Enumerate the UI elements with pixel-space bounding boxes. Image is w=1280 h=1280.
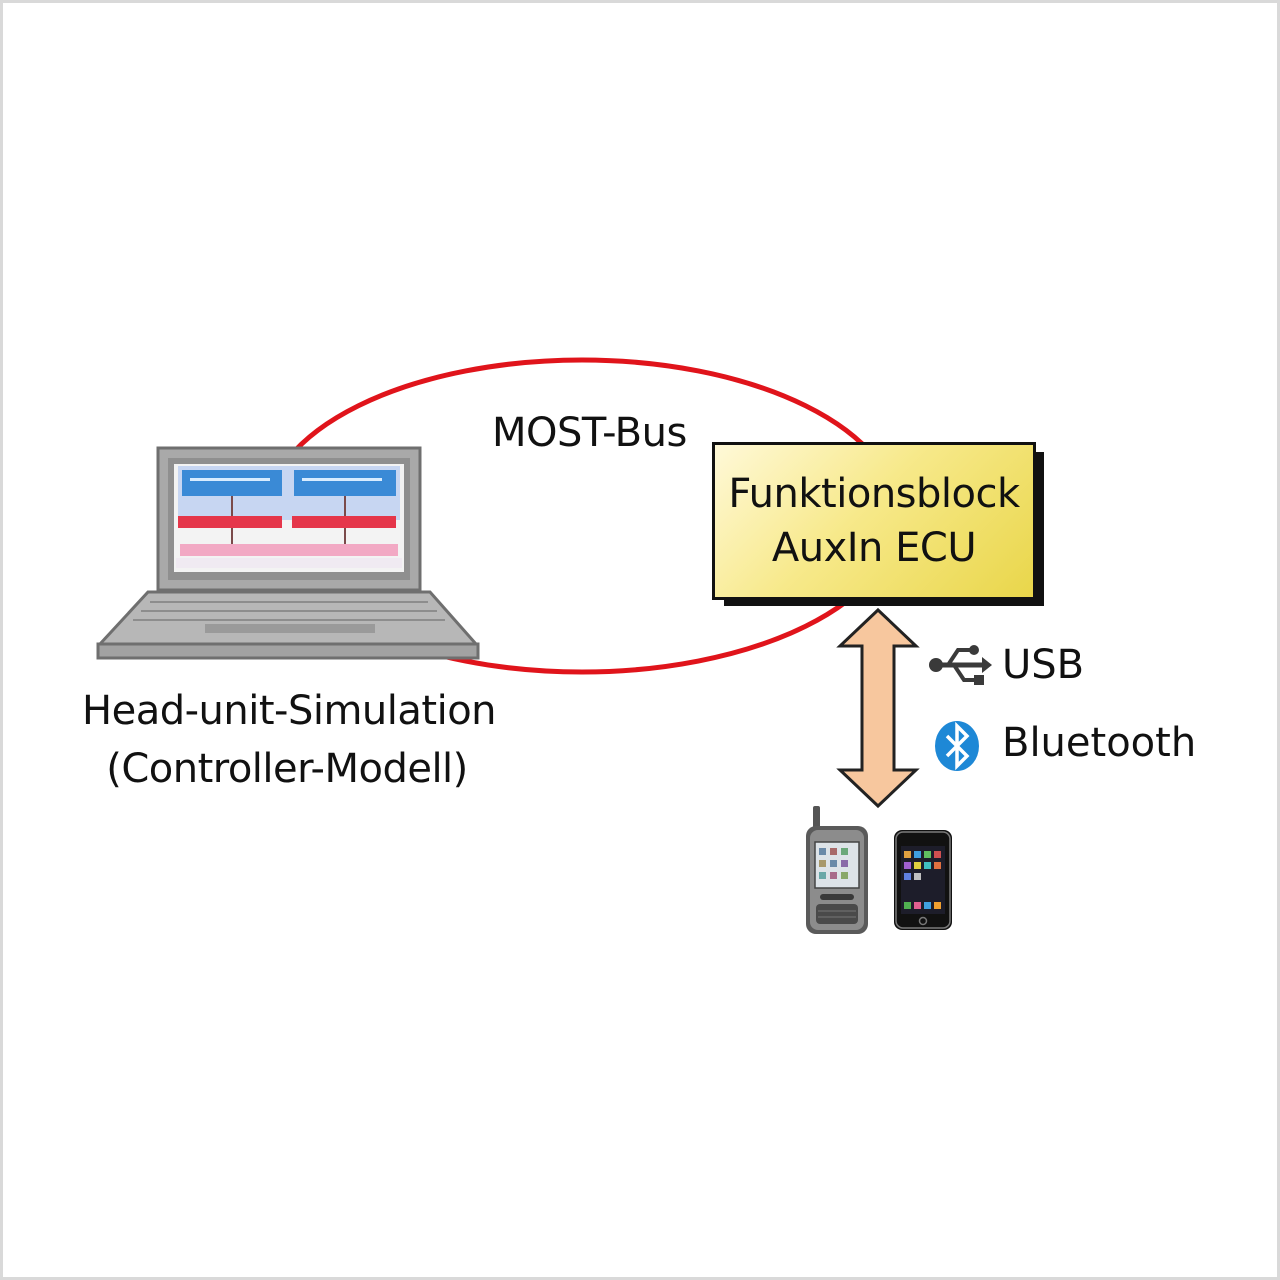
ecu-block: Funktionsblock AuxIn ECU xyxy=(712,442,1036,600)
head-unit-label: Head-unit-Simulation (Controller-Modell) xyxy=(82,682,497,798)
usb-icon xyxy=(929,645,992,685)
most-bus-label: MOST-Bus xyxy=(492,410,687,456)
head-unit-label-line2: (Controller-Modell) xyxy=(106,746,468,792)
head-unit-label-line1: Head-unit-Simulation xyxy=(82,688,497,734)
connection-arrow xyxy=(836,607,920,809)
laptop-icon xyxy=(96,446,480,660)
pda-phone-icon xyxy=(806,806,868,934)
bluetooth-icon xyxy=(935,721,979,771)
ecu-title-line1: Funktionsblock xyxy=(728,471,1020,517)
bluetooth-label: Bluetooth xyxy=(1002,720,1197,766)
ecu-title-line2: AuxIn ECU xyxy=(771,525,977,571)
usb-label: USB xyxy=(1002,642,1085,688)
smartphone-icon xyxy=(894,830,952,930)
